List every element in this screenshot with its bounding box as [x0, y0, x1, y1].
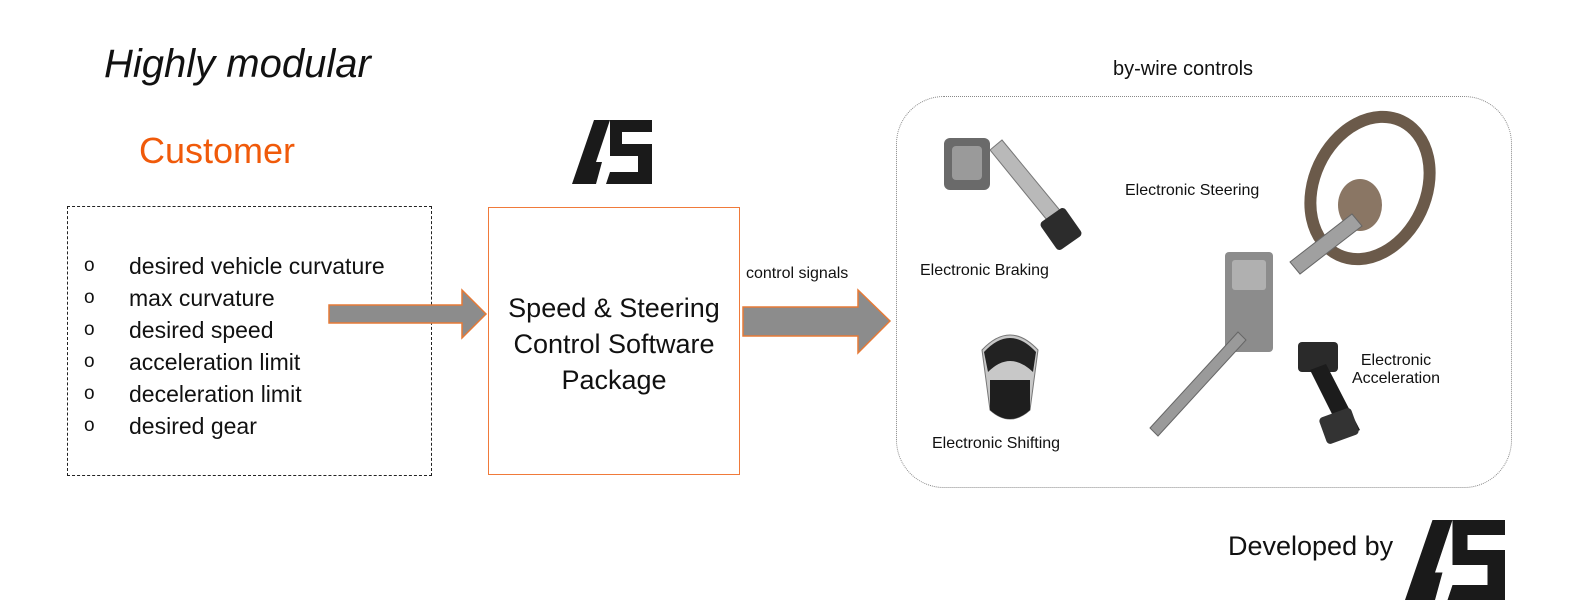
gear-shift-icon: [981, 334, 1039, 420]
shifting-label: Electronic Shifting: [932, 435, 1061, 452]
accelerator-pedal-icon: [1298, 342, 1360, 444]
bywire-title: by-wire controls: [1113, 58, 1254, 80]
braking-label: Electronic Braking: [920, 262, 1049, 279]
acceleration-label-line-1: Electronic: [1360, 352, 1432, 369]
control-signals-label: control signals: [746, 265, 849, 282]
control-signals-arrow: [742, 288, 892, 355]
brake-pedal-icon: [944, 138, 1082, 250]
software-line-1: Speed & Steering: [508, 293, 720, 323]
acceleration-label: Electronic Acceleration: [1334, 352, 1458, 388]
requirement-text: desired speed: [129, 317, 274, 343]
steering-label: Electronic Steering: [1125, 182, 1260, 199]
bullet-icon: o: [84, 319, 95, 340]
bywire-controls-box: [896, 96, 1512, 488]
customer-label: Customer: [139, 130, 296, 171]
acceleration-label-line-2: Acceleration: [1351, 370, 1441, 387]
input-arrow: [328, 288, 488, 340]
bullet-icon: o: [84, 287, 95, 308]
bullet-icon: o: [84, 415, 95, 436]
customer-requirements-list: o desired vehicle curvature o max curvatur…: [84, 250, 385, 442]
developed-by-logo: [1405, 520, 1505, 600]
software-line-3: Package: [561, 365, 667, 395]
list-item: o max curvature: [84, 282, 385, 314]
bullet-icon: o: [84, 383, 95, 404]
bullet-icon: o: [84, 255, 95, 276]
bullet-icon: o: [84, 351, 95, 372]
requirement-text: acceleration limit: [129, 349, 301, 375]
developed-by-label: Developed by: [1228, 531, 1394, 561]
customer-inputs-box: [67, 206, 432, 476]
list-item: o desired speed: [84, 314, 385, 346]
steering-wheel-icon: [1149, 110, 1436, 437]
list-item: o acceleration limit: [84, 346, 385, 378]
requirement-text: desired vehicle curvature: [129, 253, 385, 279]
page-title: Highly modular: [104, 42, 371, 86]
list-item: o deceleration limit: [84, 378, 385, 410]
requirement-text: max curvature: [129, 285, 275, 311]
as-logo: [572, 120, 652, 184]
requirement-text: deceleration limit: [129, 381, 302, 407]
requirement-text: desired gear: [129, 413, 257, 439]
list-item: o desired vehicle curvature: [84, 250, 385, 282]
software-package-label: Speed & Steering Control Software Packag…: [488, 290, 740, 398]
list-item: o desired gear: [84, 410, 385, 442]
software-package-box: [488, 207, 740, 475]
software-line-2: Control Software: [513, 329, 715, 359]
